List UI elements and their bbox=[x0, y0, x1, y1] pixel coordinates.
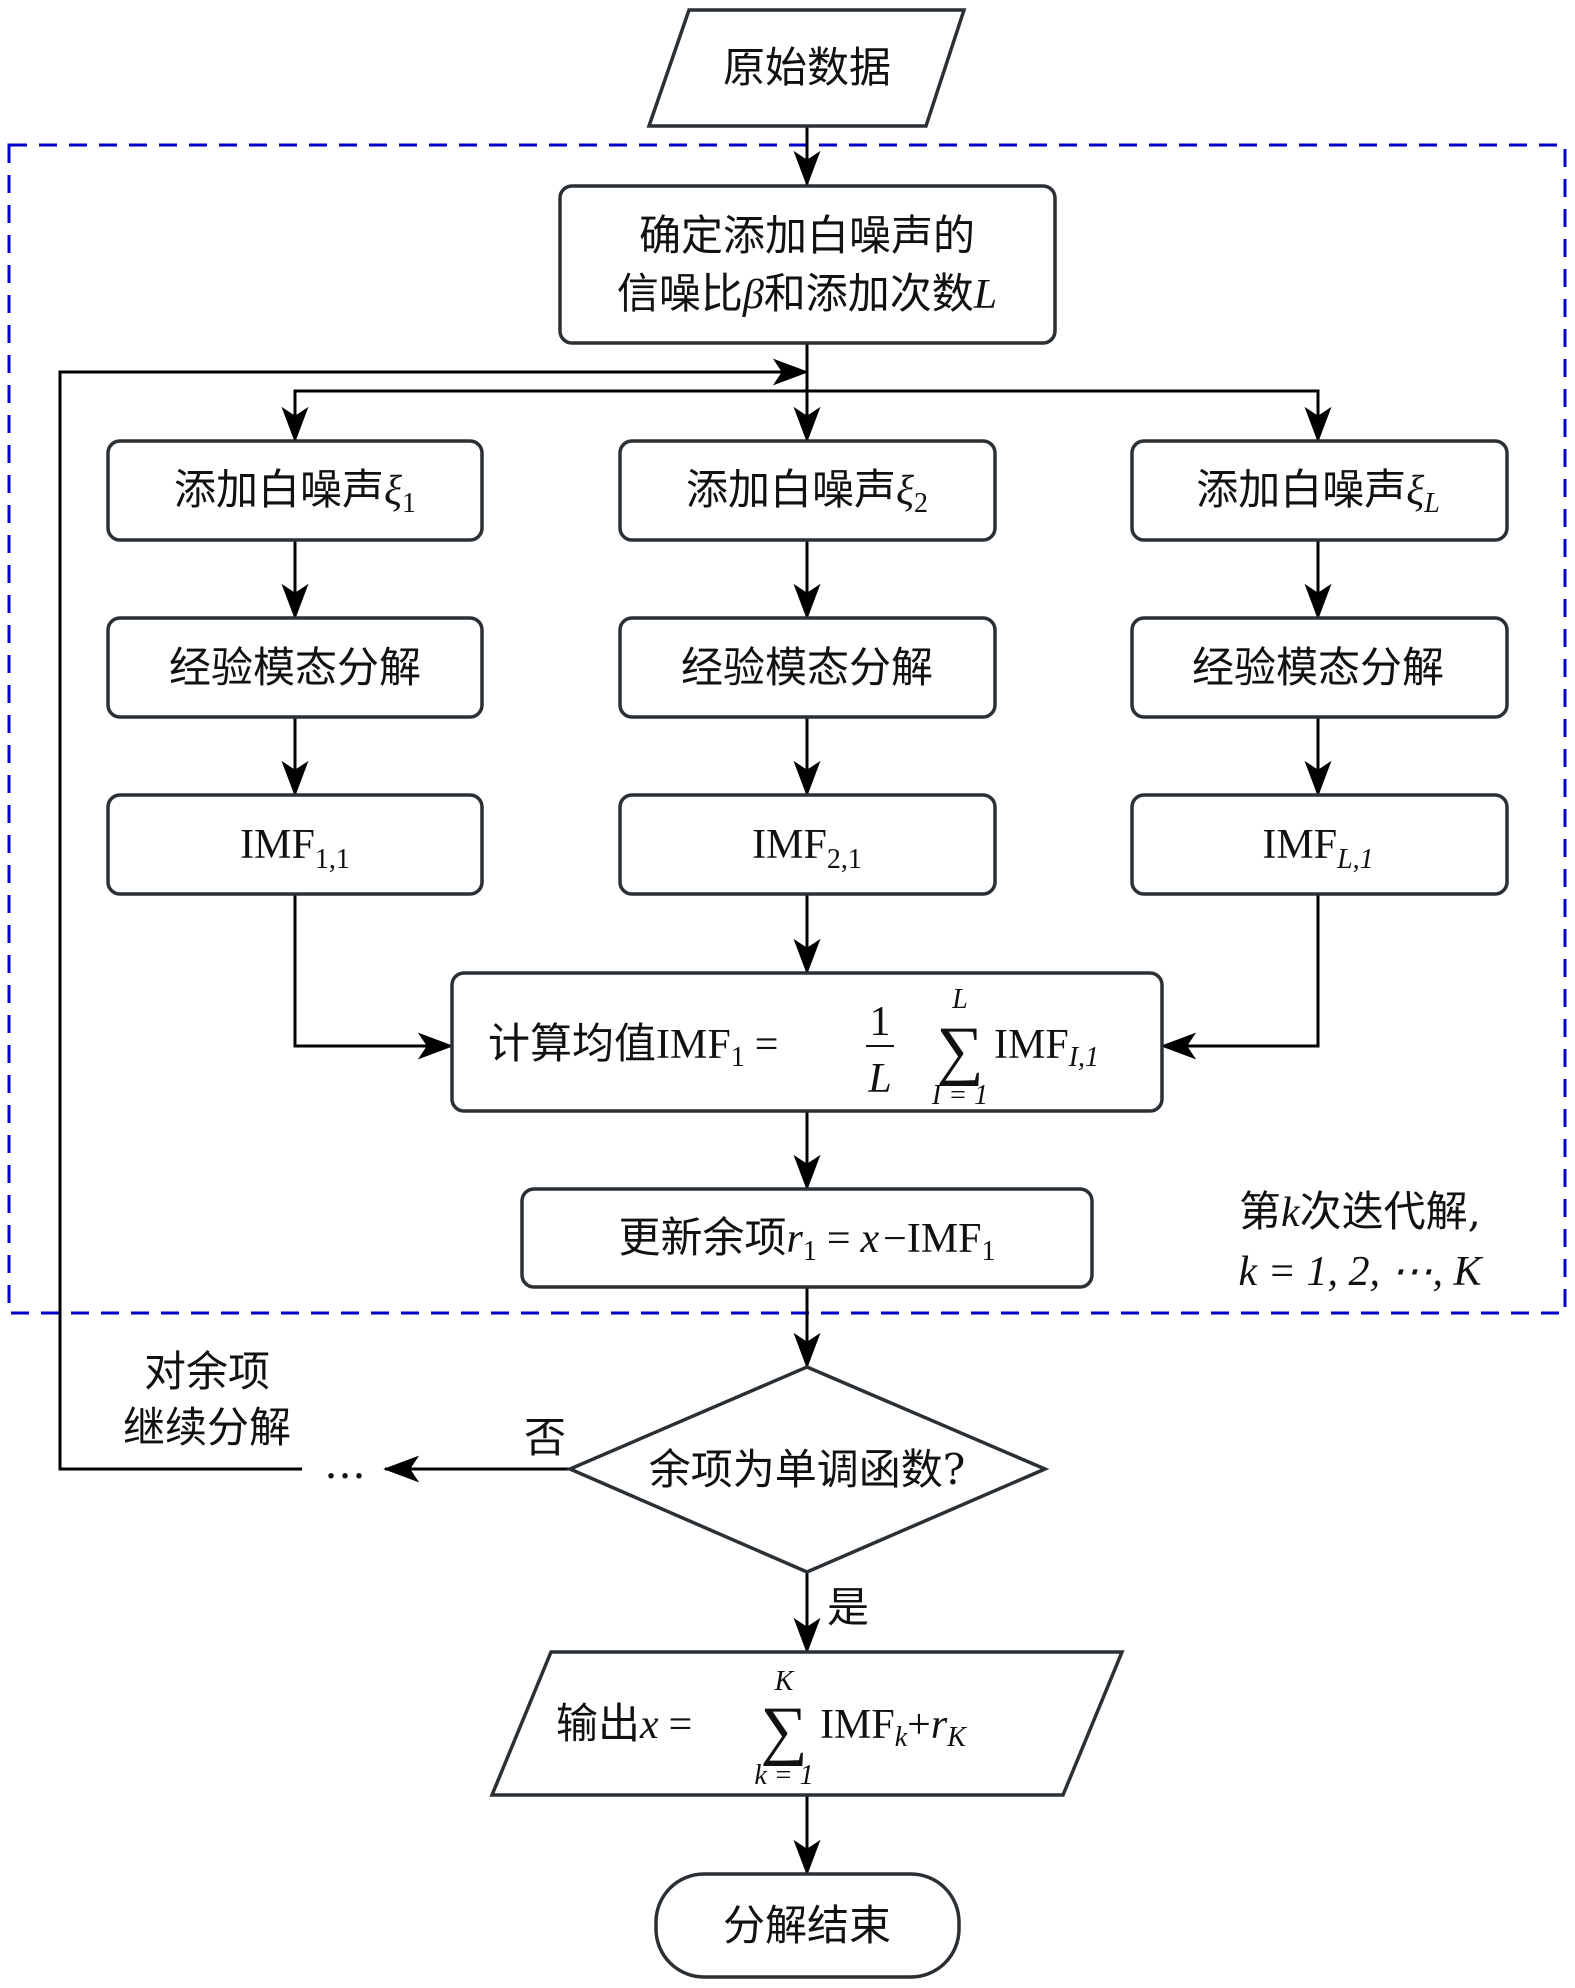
svg-text:更新余项r1=x−IMF1: 更新余项r1=x−IMF1 bbox=[618, 1213, 995, 1267]
update-prefix: 更新余项 bbox=[618, 1213, 786, 1262]
mean-rhs: IMF bbox=[994, 1022, 1069, 1068]
mean-sum-symbol: ∑ bbox=[936, 1014, 983, 1087]
update-node[interactable]: 更新余项r1=x−IMF1 bbox=[520, 1187, 1094, 1289]
imf-node-2[interactable]: IMF2,1 bbox=[618, 793, 997, 896]
svg-text:IMFL,1: IMFL,1 bbox=[1262, 822, 1373, 875]
emd-label-1: 经验模态分解 bbox=[169, 643, 421, 692]
output-sum-upper: K bbox=[774, 1666, 795, 1697]
output-sum-lower: k = 1 bbox=[754, 1760, 813, 1791]
noise-node-2[interactable]: 添加白噪声ξ2 bbox=[618, 439, 997, 542]
emd-node-L[interactable]: 经验模态分解 bbox=[1130, 616, 1509, 719]
edge-imfL-mean bbox=[1160, 894, 1320, 1060]
loop-note-line2: 继续分解 bbox=[123, 1403, 291, 1452]
edge-loop-back bbox=[58, 358, 809, 1471]
noise-node-L[interactable]: 添加白噪声ξL bbox=[1130, 439, 1509, 542]
L-symbol: L bbox=[973, 272, 997, 318]
iteration-note: 第k次迭代解, k = 1, 2, ⋯, K bbox=[1239, 1187, 1484, 1295]
mean-node[interactable]: 计算均值IMF1= 1 L L ∑ I = 1 IMFI,1 bbox=[450, 971, 1164, 1113]
noise-node-1[interactable]: 添加白噪声ξ1 bbox=[106, 439, 484, 542]
decision-label: 余项为单调函数? bbox=[649, 1445, 966, 1494]
iteration-note-line1: 第k次迭代解, bbox=[1239, 1187, 1481, 1236]
noise-label-L: 添加白噪声 bbox=[1196, 465, 1406, 514]
svg-text:计算均值IMF1=: 计算均值IMF1= bbox=[488, 1019, 778, 1073]
output-imf: IMF bbox=[820, 1702, 895, 1748]
edge-imf1-mean bbox=[293, 894, 454, 1060]
edge-label-yes: 是 bbox=[827, 1583, 869, 1632]
imf-label-2: IMF bbox=[752, 822, 827, 868]
svg-text:IMFI,1: IMFI,1 bbox=[994, 1022, 1099, 1073]
svg-text:添加白噪声ξ1: 添加白噪声ξ1 bbox=[174, 465, 416, 519]
imf-node-1[interactable]: IMF1,1 bbox=[106, 793, 484, 896]
setup-line2: 信噪比β和添加次数L bbox=[617, 269, 997, 318]
emd-label-2: 经验模态分解 bbox=[681, 643, 933, 692]
imf-node-L[interactable]: IMFL,1 bbox=[1130, 793, 1509, 896]
svg-text:输出x=: 输出x= bbox=[556, 1699, 692, 1748]
noise-label-2: 添加白噪声 bbox=[686, 465, 896, 514]
svg-text:添加白噪声ξ2: 添加白噪声ξ2 bbox=[686, 465, 928, 519]
output-prefix: 输出 bbox=[556, 1699, 640, 1748]
mean-prefix: 计算均值 bbox=[488, 1019, 656, 1068]
start-node[interactable]: 原始数据 bbox=[646, 8, 967, 128]
mean-frac-num: 1 bbox=[870, 999, 891, 1045]
emd-label-L: 经验模态分解 bbox=[1192, 643, 1444, 692]
iteration-note-line2: k = 1, 2, ⋯, K bbox=[1239, 1249, 1484, 1295]
emd-node-1[interactable]: 经验模态分解 bbox=[106, 616, 484, 719]
svg-text:IMF2,1: IMF2,1 bbox=[752, 822, 862, 875]
end-label: 分解结束 bbox=[723, 1901, 891, 1950]
svg-text:IMFk+rK: IMFk+rK bbox=[820, 1702, 967, 1753]
loop-note-line1: 对余项 bbox=[144, 1347, 270, 1396]
start-label: 原始数据 bbox=[723, 43, 891, 92]
iteration-group-border bbox=[7, 143, 1567, 1315]
imf-label-L: IMF bbox=[1262, 822, 1337, 868]
end-node[interactable]: 分解结束 bbox=[654, 1872, 961, 1979]
edge-label-ellipsis: … bbox=[324, 1439, 366, 1488]
output-sum-symbol: ∑ bbox=[760, 1694, 807, 1767]
mean-sum-upper: L bbox=[951, 984, 968, 1015]
mean-frac-den: L bbox=[867, 1056, 891, 1102]
setup-line1: 确定添加白噪声的 bbox=[639, 211, 975, 260]
noise-label-1: 添加白噪声 bbox=[174, 465, 384, 514]
edge-label-no: 否 bbox=[524, 1413, 566, 1462]
emd-node-2[interactable]: 经验模态分解 bbox=[618, 616, 997, 719]
setup-node[interactable]: 确定添加白噪声的 信噪比β和添加次数L bbox=[558, 184, 1057, 345]
edges bbox=[58, 126, 1332, 1876]
mean-sum-lower: I = 1 bbox=[931, 1080, 988, 1111]
imf-label-1: IMF bbox=[240, 822, 315, 868]
beta-symbol: β bbox=[742, 272, 764, 318]
svg-text:IMF1,1: IMF1,1 bbox=[240, 822, 350, 875]
svg-text:添加白噪声ξL: 添加白噪声ξL bbox=[1196, 465, 1440, 519]
output-node[interactable]: 输出x= K ∑ k = 1 IMFk+rK bbox=[489, 1650, 1125, 1797]
decision-node[interactable]: 余项为单调函数? bbox=[565, 1365, 1050, 1574]
